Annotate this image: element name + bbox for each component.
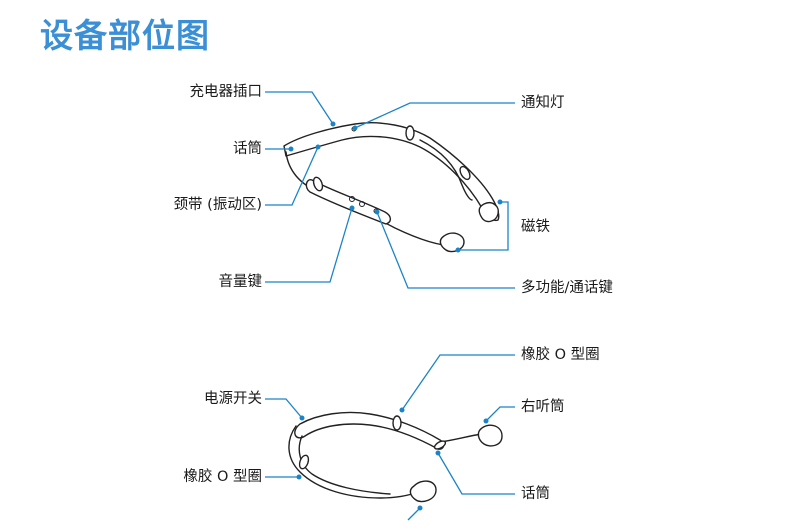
headset-bottom-view [288, 411, 503, 503]
right-earbud-top [478, 202, 499, 223]
left-earbud-top [439, 232, 465, 253]
label-magnet: 磁铁 [521, 219, 550, 235]
top-view-leaders [265, 91, 515, 289]
label-microphone-bottom: 话筒 [521, 486, 550, 502]
neckband-bottom-body [294, 411, 445, 450]
label-right-earpiece: 右听筒 [521, 399, 565, 415]
label-multi-function-key: 多功能/通话键 [521, 280, 613, 296]
label-power-switch: 电源开关 [204, 391, 262, 407]
label-microphone-top: 话筒 [233, 141, 262, 157]
page-title: 设备部位图 [40, 16, 210, 55]
bottom-view-leaders [265, 354, 515, 521]
label-notification-light: 通知灯 [521, 95, 565, 111]
label-volume-key: 音量键 [218, 274, 263, 290]
label-rubber-o-ring-top: 橡胶 O 型圈 [521, 347, 600, 363]
label-neckband-vibration: 颈带 (振动区) [173, 197, 262, 213]
right-earbud-bottom [477, 424, 503, 447]
left-earbud-bottom [409, 480, 437, 503]
label-rubber-o-ring-left: 橡胶 O 型圈 [183, 469, 262, 485]
neckband-cable [285, 151, 456, 247]
left-arm-band [305, 179, 392, 225]
label-charging-port: 充电器插口 [189, 84, 263, 100]
headset-top-view [283, 122, 500, 253]
